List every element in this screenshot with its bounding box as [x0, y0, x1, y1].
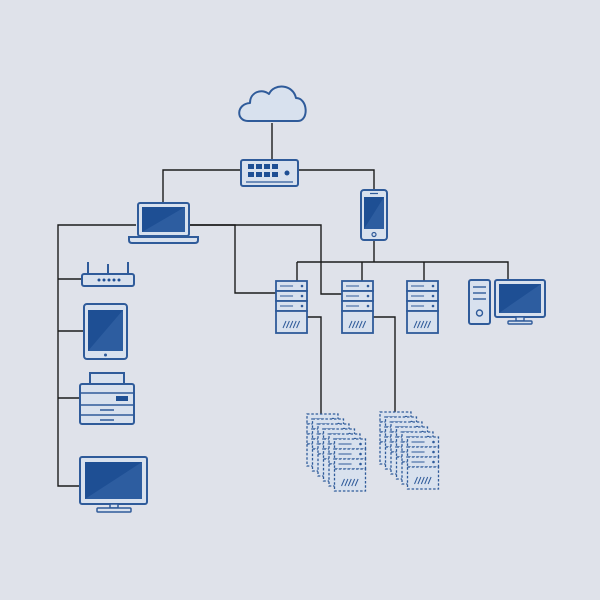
- server-icon-1[interactable]: [275, 280, 308, 334]
- network-switch-icon[interactable]: [240, 159, 299, 187]
- connection-switch-laptop: [162, 169, 241, 203]
- wireless-router-icon[interactable]: [81, 262, 135, 287]
- tablet-icon[interactable]: [83, 303, 128, 360]
- server-cluster-icon-2-unit-6: [406, 436, 440, 490]
- server-icon-2[interactable]: [341, 280, 374, 334]
- server-cluster-icon-1-unit-6: [333, 438, 367, 492]
- connection-laptop-server-2: [190, 224, 342, 295]
- server-icon-3[interactable]: [406, 280, 439, 334]
- connection-switch-smartphone: [298, 169, 375, 190]
- cloud-icon[interactable]: [238, 85, 307, 122]
- desktop-computer-icon[interactable]: [468, 279, 546, 325]
- printer-icon[interactable]: [79, 372, 135, 425]
- smartphone-icon[interactable]: [360, 189, 388, 241]
- connection-server-2-cluster-2: [372, 316, 396, 414]
- server-cluster-icon-1[interactable]: [306, 413, 367, 492]
- laptop-icon[interactable]: [128, 202, 199, 244]
- connection-lines: [57, 123, 509, 487]
- servers: [275, 280, 439, 334]
- server-clusters: [306, 411, 440, 492]
- monitor-icon[interactable]: [79, 456, 148, 513]
- connection-laptop-trunk: [57, 224, 136, 487]
- connection-bus: [297, 261, 509, 280]
- server-cluster-icon-2[interactable]: [379, 411, 440, 490]
- connection-server-1-cluster-1: [307, 316, 322, 418]
